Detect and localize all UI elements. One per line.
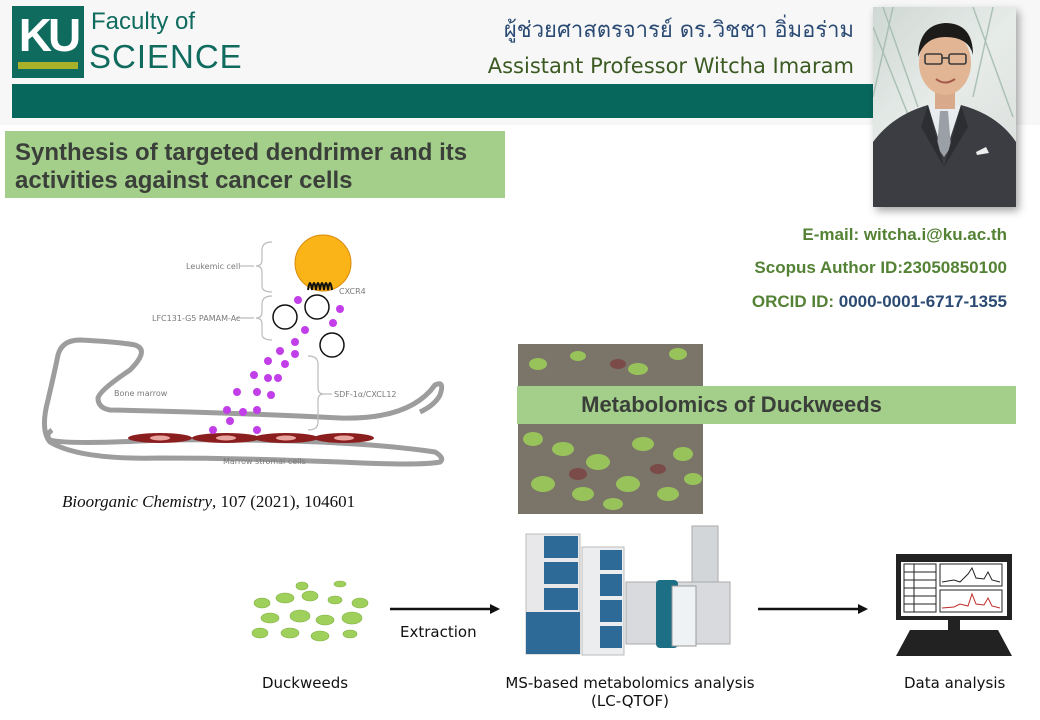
contact-orcid: ORCID ID: 0000-0001-6717-1355: [752, 292, 1007, 312]
duckweed-photo-illustration: [518, 344, 703, 514]
citation-details: , 107 (2021), 104601: [212, 492, 356, 511]
duckweed-photo: [518, 344, 703, 514]
sdf-molecules: [209, 296, 344, 434]
stromal-cells: [128, 433, 374, 443]
label-ms-analysis-line2: (LC-QTOF): [591, 692, 669, 710]
label-ms-analysis-line1: MS-based metabolomics analysis: [505, 674, 755, 692]
label-data-analysis: Data analysis: [904, 674, 1006, 692]
duckweeds-icon: [251, 580, 369, 642]
name-thai: ผู้ช่วยศาสตรจารย์ ดร.วิชชา อิ่มอร่าม: [503, 18, 854, 43]
label-stromal-cells: Marrow stromal cells: [223, 457, 306, 466]
logo-text-science: SCIENCE: [89, 38, 243, 75]
header-teal-band: [12, 84, 874, 118]
label-ms-analysis: MS-based metabolomics analysis (LC-QTOF): [500, 674, 760, 710]
cxcr4-receptor: [307, 282, 333, 291]
research-title-dendrimer: Synthesis of targeted dendrimer and its …: [5, 131, 505, 198]
research-title-line2: activities against cancer cells: [15, 167, 353, 194]
ku-logo: KU: [12, 6, 84, 78]
citation-journal: Bioorganic Chemistry: [62, 492, 212, 511]
arrow-to-data-analysis: [758, 604, 868, 614]
logo-text-faculty: Faculty of: [91, 8, 196, 35]
dendrimer-particles: [272, 294, 345, 358]
label-extraction: Extraction: [400, 623, 477, 641]
leukemic-cell: [294, 234, 352, 292]
orcid-value[interactable]: 0000-0001-6717-1355: [838, 292, 1007, 311]
label-cxcr4: CXCR4: [339, 287, 366, 296]
dendrimer-diagram: Leukemic cell CXCR4 LFC131-G5 PAMAM-Ac B…: [42, 234, 445, 467]
label-bone-marrow: Bone marrow: [114, 389, 168, 398]
profile-photo: [873, 7, 1016, 207]
research-title-duckweeds: Metabolomics of Duckweeds: [517, 386, 1016, 424]
label-leukemic-cell: Leukemic cell: [186, 262, 240, 271]
label-dendrimer: LFC131-G5 PAMAM-Ac: [152, 314, 240, 323]
orcid-label: ORCID ID:: [751, 292, 839, 311]
portrait-illustration: [873, 7, 1016, 207]
contact-scopus-id: Scopus Author ID:23050850100: [754, 258, 1007, 277]
bone-outline: [42, 337, 445, 467]
name-english: Assistant Professor Witcha Imaram: [487, 54, 854, 78]
research-title-line1: Synthesis of targeted dendrimer and its: [15, 139, 468, 166]
logo-accent-bar: [18, 62, 78, 69]
lc-qtof-instrument-icon: [525, 525, 731, 656]
label-duckweeds: Duckweeds: [262, 674, 349, 692]
arrow-extraction: [390, 604, 500, 614]
contact-email[interactable]: E-mail: witcha.i@ku.ac.th: [802, 225, 1007, 244]
logo-mark: KU: [18, 9, 81, 61]
label-sdf: SDF-1α/CXCL12: [334, 390, 397, 399]
citation: Bioorganic Chemistry, 107 (2021), 104601: [62, 492, 355, 512]
computer-data-analysis-icon: [896, 554, 1012, 656]
